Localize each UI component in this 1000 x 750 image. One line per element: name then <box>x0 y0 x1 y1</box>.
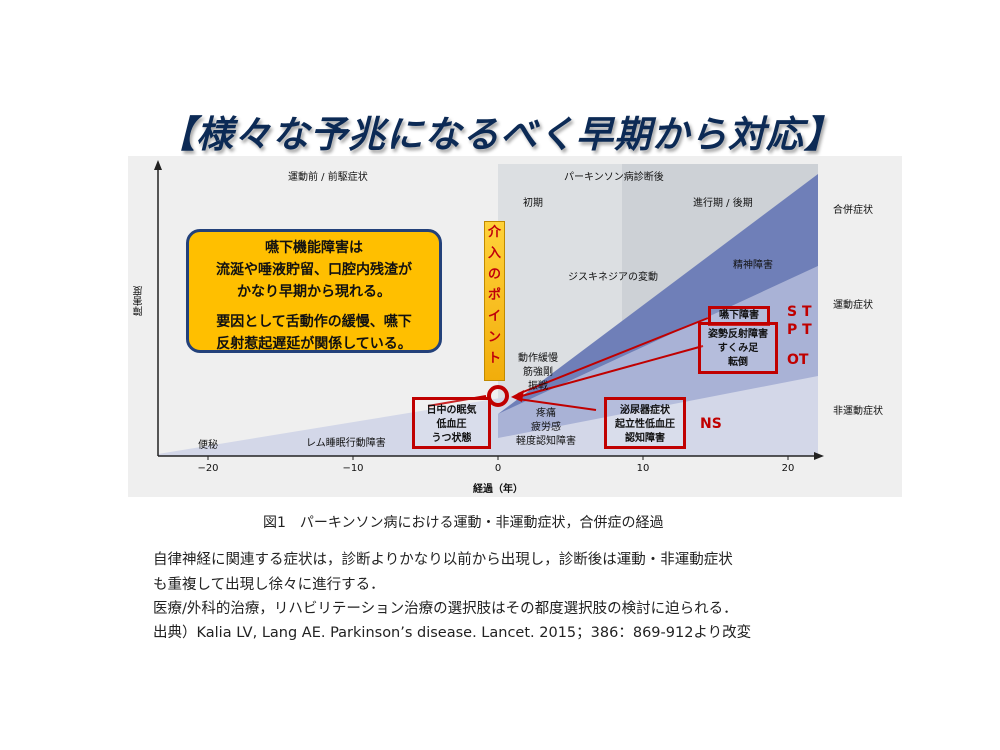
box-item: うつ状態 <box>431 433 472 444</box>
box-item: 認知障害 <box>625 433 665 444</box>
swallowing-callout: 嚥下機能障害は 流涎や唾液貯留、口腔内残渣が かなり早期から現れる。 要因として… <box>186 229 442 353</box>
arrow-from-urinary <box>517 398 597 411</box>
x-tick-label: −20 <box>197 463 219 474</box>
phase-post-label: パーキンソン病診断後 <box>564 172 664 183</box>
tag-pt: P T <box>787 322 812 338</box>
intervention-char: ト <box>487 351 501 366</box>
x-tick-label: 20 <box>781 463 795 474</box>
pain-symptoms-list: 疼痛 疲労感 軽度認知障害 <box>516 407 576 449</box>
box-item: 嚥下障害 <box>719 310 759 321</box>
motor-symptom: 筋強剛 <box>523 367 553 378</box>
stage-late-label: 進行期 / 後期 <box>693 198 753 209</box>
intervention-char: の <box>487 267 501 282</box>
box-item: 姿勢反射障害 <box>708 329 768 340</box>
pain-symptom: 疼痛 <box>536 408 556 419</box>
arrow-from-posture <box>517 345 704 398</box>
x-tick-label: 0 <box>494 463 502 474</box>
intervention-point-label: 介 入 の ポ イ ン ト <box>484 221 505 381</box>
stage-early-label: 初期 <box>523 198 543 209</box>
intervention-char: ン <box>487 330 501 345</box>
tag-st: S T <box>787 304 812 320</box>
y-axis-label: 障害度 <box>134 286 145 316</box>
box-item: 低血圧 <box>436 419 467 430</box>
page-title: 【様々な予兆になるべく早期から対応】 <box>158 113 842 156</box>
callout-line: 流涎や唾液貯留、口腔内残渣が <box>216 262 412 278</box>
right-label-complications: 合併症状 <box>833 205 873 216</box>
motor-symptoms-list: 動作緩慢 筋強剛 振戦 <box>518 352 558 394</box>
arrow-head <box>511 390 524 402</box>
box-daytime-symptoms: 日中の眠気 低血圧 うつ状態 <box>412 397 491 449</box>
intervention-char: イ <box>487 309 501 324</box>
motor-symptom: 振戦 <box>528 381 548 392</box>
motor-symptom: 動作緩慢 <box>518 353 558 364</box>
callout-heading: 嚥下機能障害は <box>265 240 363 256</box>
body-text-line: 自律神経に関連する症状は，診断よりかなり以前から出現し，診断後は運動・非運動症状 <box>153 552 733 568</box>
intervention-char: ポ <box>487 288 501 303</box>
callout-line: 反射惹起遅延が関係している。 <box>216 336 412 352</box>
tag-ns: NS <box>700 416 722 432</box>
x-axis-label: 経過（年） <box>473 484 523 495</box>
x-tick-label: −10 <box>342 463 364 474</box>
pain-symptom: 疲労感 <box>531 422 561 433</box>
box-item: 泌尿器症状 <box>620 405 670 416</box>
callout-line: 要因として舌動作の緩慢、嚥下 <box>216 314 412 330</box>
callout-line: かなり早期から現れる。 <box>237 284 391 300</box>
box-posture-symptoms: 姿勢反射障害 すくみ足 転倒 <box>698 322 778 374</box>
motor-band <box>498 266 818 438</box>
constipation-label: 便秘 <box>198 440 218 451</box>
pain-symptom: 軽度認知障害 <box>516 436 576 447</box>
figure-caption: 図1 パーキンソン病における運動・非運動症状，合併症の経過 <box>263 515 664 531</box>
psychiatric-label: 精神障害 <box>733 260 773 271</box>
y-axis-arrow <box>154 160 162 170</box>
box-urinary-symptoms: 泌尿器症状 起立性低血圧 認知障害 <box>604 397 686 449</box>
intervention-char: 介 <box>487 225 501 240</box>
arrow-from-swallow <box>517 317 709 395</box>
box-item: 転倒 <box>728 357 748 368</box>
right-label-motor: 運動症状 <box>833 300 873 311</box>
x-tick-label: 10 <box>636 463 650 474</box>
x-axis-arrow <box>814 452 824 460</box>
parkinson-progression-diagram: 障害度 −20 −10 0 10 20 経過（年） 運動前 / 前駆症状 パーキ… <box>128 156 902 497</box>
source-citation: 出典）Kalia LV, Lang AE. Parkinson’s diseas… <box>153 625 752 641</box>
complication-band <box>498 174 818 414</box>
right-label-non-motor: 非運動症状 <box>833 406 883 417</box>
intervention-char: 入 <box>487 246 501 261</box>
rem-sleep-label: レム睡眠行動障害 <box>306 438 386 449</box>
body-text-line: も重複して出現し徐々に進行する． <box>153 577 385 593</box>
dyskinesia-label: ジスキネジアの変動 <box>568 272 658 283</box>
box-item: 起立性低血圧 <box>615 419 675 430</box>
phase-pre-label: 運動前 / 前駆症状 <box>288 172 368 183</box>
body-text-line: 医療/外科的治療，リハビリテーション治療の選択肢はその都度選択肢の検討に迫られる… <box>153 601 738 617</box>
tag-ot: OT <box>787 352 809 368</box>
box-item: すくみ足 <box>717 343 759 354</box>
box-item: 日中の眠気 <box>426 405 477 416</box>
intervention-point-circle <box>487 385 509 407</box>
